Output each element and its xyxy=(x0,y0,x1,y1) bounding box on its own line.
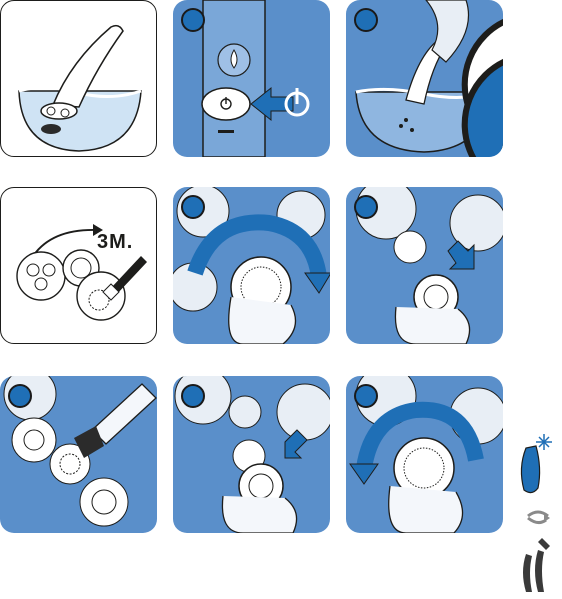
rotate-small-icon xyxy=(524,506,552,528)
step-panel-monthly-clean: 3M. xyxy=(0,187,157,344)
sparkle-spray-icon xyxy=(514,428,556,498)
step-panel-remove-cutter xyxy=(346,187,503,344)
step-panel-unlock-retainer xyxy=(173,187,330,344)
interval-label: 3M. xyxy=(97,231,133,253)
step-panel-rinse xyxy=(0,0,157,157)
thermometer-icon xyxy=(456,46,492,82)
step-panel-brush-clean xyxy=(0,376,157,533)
power-button-icon xyxy=(202,88,250,120)
step-panel-warm-rinse xyxy=(346,0,503,157)
cleaning-brush-icon xyxy=(74,384,156,458)
step-panel-power-on xyxy=(173,0,330,157)
lubricant-drops-icon xyxy=(520,536,556,594)
step-panel-lock-retainer xyxy=(346,376,503,533)
half-circle-icon xyxy=(456,6,492,42)
step-panel-insert-cutter xyxy=(173,376,330,533)
